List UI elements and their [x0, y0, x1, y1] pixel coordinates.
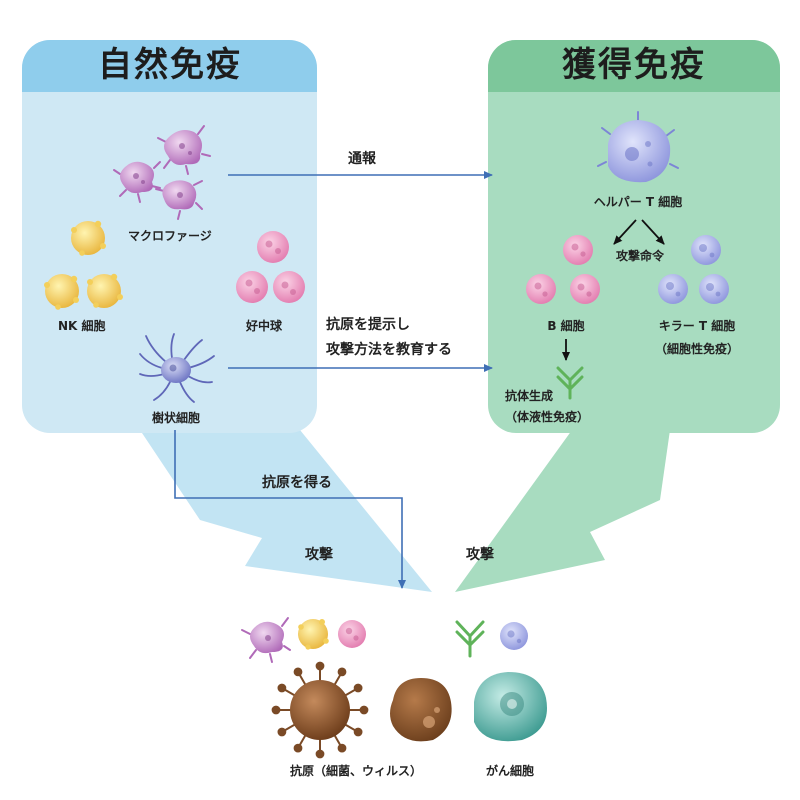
virus-spike-tip — [293, 743, 303, 753]
antibody-icon — [556, 366, 584, 400]
virus-spike-tip — [277, 683, 287, 693]
innate-panel — [22, 40, 317, 433]
obtain-antigen-label: 抗原を得る — [262, 475, 332, 491]
virus-spike-tip — [293, 667, 303, 677]
innate-funnel-arrow — [140, 430, 432, 592]
macrophage-cell — [113, 161, 161, 203]
obtain-antigen-arrow — [174, 430, 406, 589]
virus-spike-tip — [271, 705, 281, 715]
b-cell — [563, 235, 593, 265]
killer-t-label: キラー T 細胞 — [658, 319, 736, 333]
virus-spike-tip — [315, 661, 325, 671]
virus-spike-tip — [353, 727, 363, 737]
killer-t-cell — [691, 235, 721, 265]
innate-header — [22, 40, 317, 92]
antibody-icon — [455, 620, 485, 658]
command-arrow-right — [641, 219, 665, 245]
macrophage-cell — [155, 180, 203, 220]
adaptive-panel — [488, 40, 780, 433]
neutrophil-cell — [273, 271, 305, 303]
present-antigen-label-1: 抗原を提示し — [326, 317, 410, 333]
adaptive-header — [488, 40, 780, 92]
virus-spike-tip — [337, 743, 347, 753]
attack-label-left: 攻撃 — [305, 547, 333, 563]
killer-t-cell — [500, 622, 528, 650]
neutrophil-cell — [236, 271, 268, 303]
neutrophil-cell — [338, 620, 366, 648]
dendritic-cell — [139, 333, 215, 403]
attack-label-right: 攻撃 — [466, 547, 494, 563]
b-cell — [570, 274, 600, 304]
present-antigen-label-2: 攻撃方法を教育する — [326, 342, 452, 358]
virus-spike-tip — [277, 727, 287, 737]
humoral-immunity-label: （体液性免疫） — [505, 410, 590, 424]
helper-t-label: ヘルパー T 細胞 — [593, 195, 683, 209]
neutrophil-cell — [257, 231, 289, 263]
antibody-production-label: 抗体生成 — [505, 389, 554, 403]
virus-spike-tip — [315, 749, 325, 759]
antigen-virus — [271, 661, 369, 759]
nk-cell-label: NK 細胞 — [58, 319, 106, 333]
antigen-bacterium — [390, 678, 452, 742]
nk-cell — [71, 220, 106, 256]
b-cell — [526, 274, 556, 304]
killer-t-cell — [699, 274, 729, 304]
dendritic-cell-label: 樹状細胞 — [151, 411, 201, 425]
adaptive-immunity-title: 獲得免疫 — [562, 45, 706, 85]
macrophage-cell — [157, 125, 211, 175]
cancer-cell-icon — [474, 672, 547, 742]
cancer-cell-label: がん細胞 — [485, 764, 535, 778]
nk-cell — [87, 273, 123, 308]
report-label: 通報 — [348, 151, 376, 167]
innate-immunity-title: 自然免疫 — [98, 45, 242, 85]
nk-cell — [44, 274, 79, 310]
adaptive-funnel-arrow — [455, 430, 670, 592]
b-cell-label: B 細胞 — [547, 319, 585, 333]
macrophage-label: マクロファージ — [128, 229, 212, 243]
attack-command-label: 攻撃命令 — [615, 249, 665, 263]
cellular-immunity-label: （細胞性免疫） — [654, 342, 740, 356]
antigen-label: 抗原（細菌、ウィルス） — [289, 764, 423, 778]
virus-spike-tip — [353, 683, 363, 693]
command-arrow-left — [613, 219, 637, 245]
virus-spike-tip — [359, 705, 369, 715]
virus-spike-tip — [337, 667, 347, 677]
nk-cell — [298, 619, 329, 650]
macrophage-cell — [241, 617, 291, 663]
killer-t-cell — [658, 274, 688, 304]
helper-t-cell — [597, 111, 679, 183]
neutrophil-label: 好中球 — [246, 319, 283, 333]
